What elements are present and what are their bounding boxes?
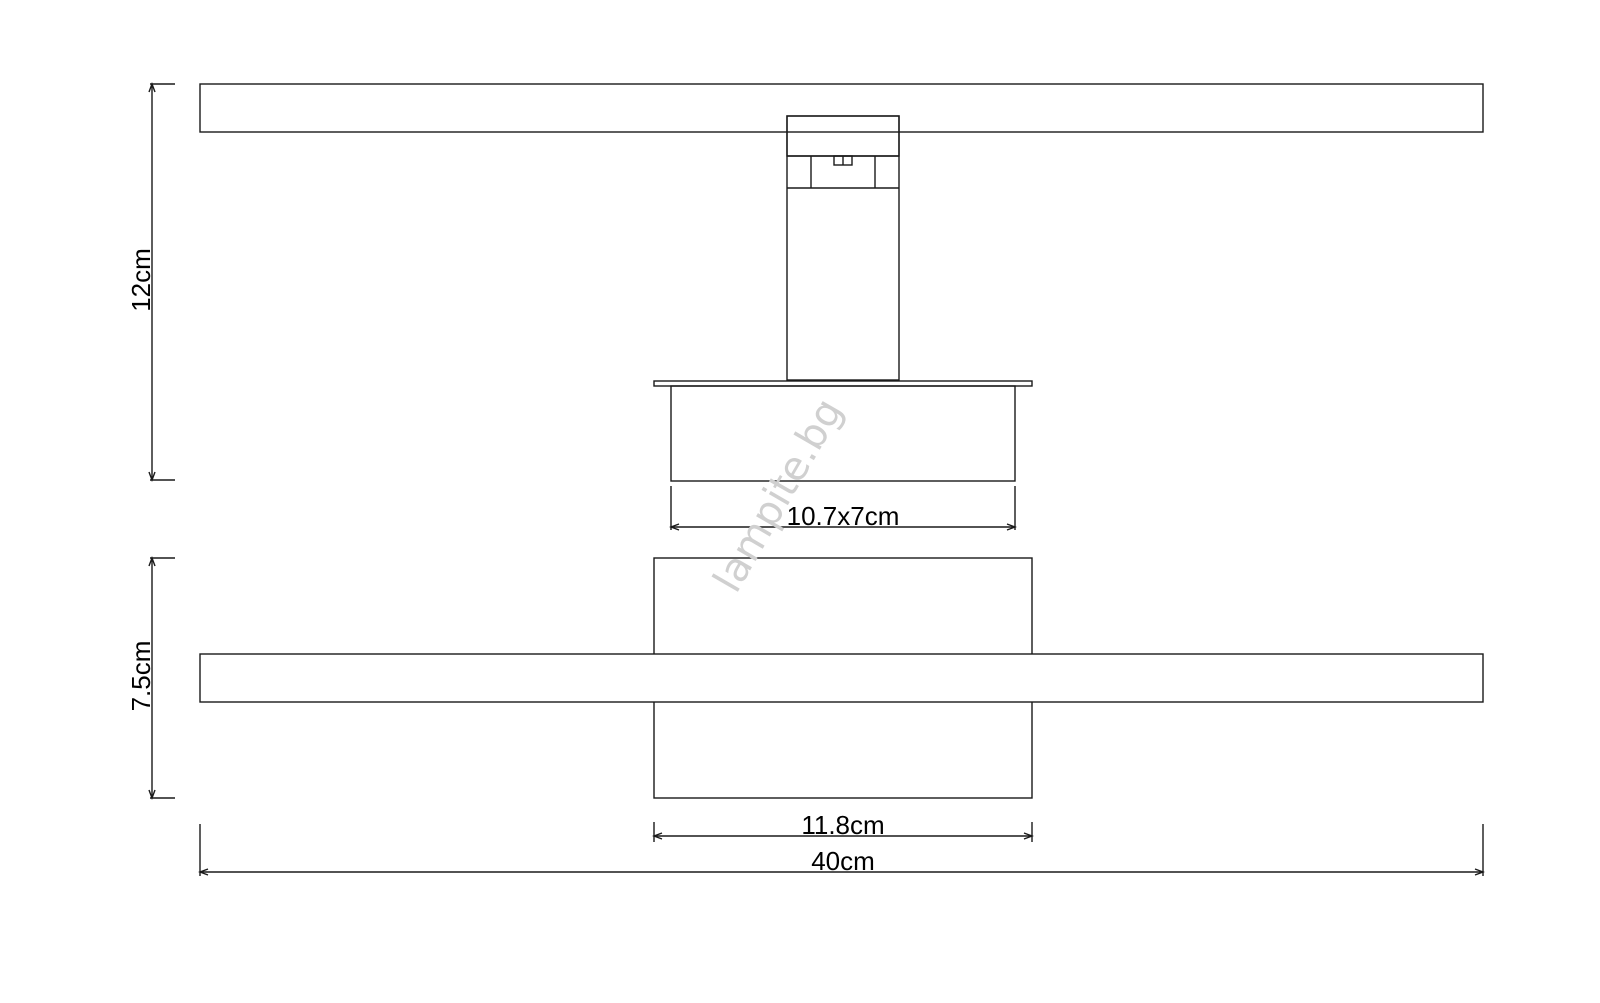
dimension-line-plate (652, 822, 1034, 842)
label-height-top: 7.5cm (126, 641, 156, 712)
side-view-base (653, 380, 1033, 482)
label-total-width: 40cm (811, 846, 875, 876)
label-plate-width: 11.8cm (801, 810, 884, 840)
dimension-line-7.5cm (148, 556, 175, 800)
side-view-bar (199, 83, 1484, 133)
label-height-side: 12cm (126, 248, 156, 312)
top-view-bar (199, 653, 1484, 703)
dimension-line-12cm (148, 82, 175, 482)
watermark: lampite.bg (705, 391, 852, 600)
label-base-size: 10.7x7cm (787, 501, 900, 531)
dimension-line-base (669, 486, 1017, 531)
dimension-line-total (198, 824, 1485, 876)
side-view-arm (786, 115, 900, 381)
